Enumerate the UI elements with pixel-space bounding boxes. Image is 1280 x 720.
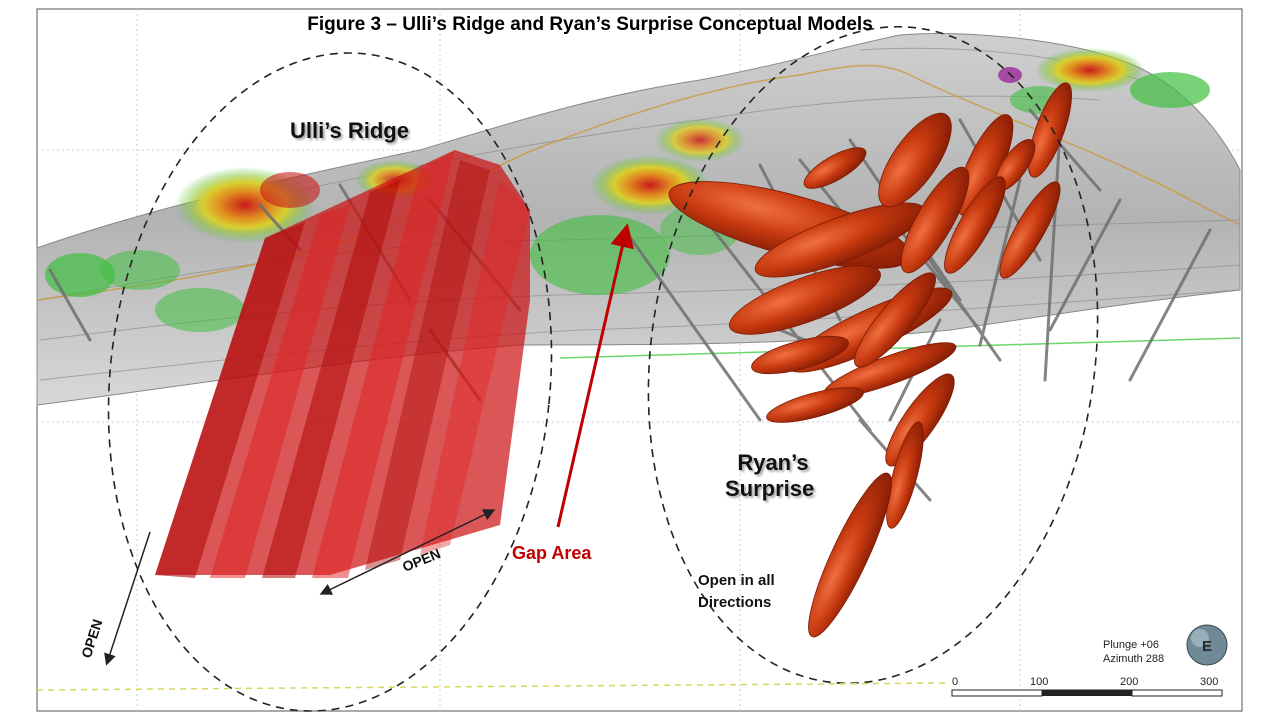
gap-area-label: Gap Area xyxy=(512,543,592,563)
scale-tick-0: 0 xyxy=(952,676,958,688)
open-left-arrow xyxy=(104,531,151,666)
open-all-line1: Open in all xyxy=(698,572,775,589)
scale-tick-100: 100 xyxy=(1030,676,1048,688)
ryans-surprise-label: Ryan’s Surprise xyxy=(725,450,814,502)
view-orientation: Plunge +06 Azimuth 288 xyxy=(1103,638,1164,666)
compass-letter: E xyxy=(1202,638,1212,655)
compass-globe-icon: E xyxy=(1186,624,1228,666)
ground-line xyxy=(559,337,1241,359)
open-all-line2: Directions xyxy=(698,594,772,611)
gap-area-arrow xyxy=(556,223,635,528)
ullis-ridge-solid xyxy=(155,150,530,578)
plunge-readout: Plunge +06 xyxy=(1103,639,1159,651)
scale-bar: 0 100 200 300 xyxy=(951,676,1223,697)
ullis-ridge-outline xyxy=(107,52,553,712)
ryans-surprise-line2: Surprise xyxy=(725,476,815,501)
scale-tick-300: 300 xyxy=(1200,676,1218,688)
ullis-ridge-label: Ulli’s Ridge xyxy=(290,118,409,143)
ryans-surprise-shells xyxy=(668,82,1072,638)
azimuth-readout: Azimuth 288 xyxy=(1103,653,1165,665)
open-diagonal-arrow xyxy=(319,509,496,595)
bottom-trace xyxy=(36,682,951,691)
scale-tick-200: 200 xyxy=(1120,676,1138,688)
geochem-anomalies xyxy=(45,48,1210,332)
open-all-directions-label: Open in all Directions xyxy=(698,570,775,614)
ryans-surprise-line1: Ryan’s xyxy=(737,450,809,475)
ryans-surprise-outline xyxy=(647,25,1099,685)
figure-title: Figure 3 – Ulli’s Ridge and Ryan’s Surpr… xyxy=(307,14,873,35)
